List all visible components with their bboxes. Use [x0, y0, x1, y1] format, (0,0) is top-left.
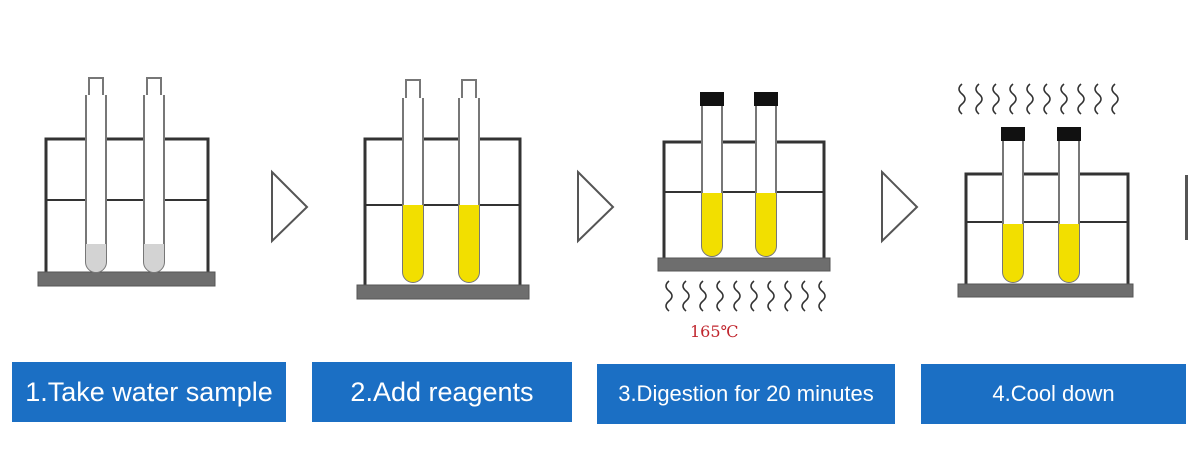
arrow-icon [881, 169, 919, 244]
step-2-tube-left [402, 79, 424, 283]
step-4-rack [957, 172, 1134, 298]
cropped-edge-mark [1185, 175, 1188, 240]
step-1-rack [37, 137, 216, 287]
step-2-rack [356, 137, 530, 300]
step-3-label: 3.Digestion for 20 minutes [597, 364, 895, 424]
step-3-tube-right [754, 92, 778, 257]
step-1-label: 1.Take water sample [12, 362, 286, 422]
step-3-tube-left [700, 92, 724, 257]
arrow-icon [577, 169, 615, 244]
temperature-label: 165℃ [690, 322, 739, 341]
heat-wave-icon [665, 280, 826, 312]
arrow-icon [271, 169, 309, 244]
step-1-tube-left [85, 77, 107, 273]
step-4-tube-right [1057, 127, 1081, 283]
step-3-rack [657, 140, 831, 272]
step-4-tube-left [1001, 127, 1025, 283]
step-1-tube-right [143, 77, 165, 273]
step-4-label: 4.Cool down [921, 364, 1186, 424]
step-2-tube-right [458, 79, 480, 283]
steam-wave-icon [958, 83, 1119, 115]
step-2-label: 2.Add reagents [312, 362, 572, 422]
